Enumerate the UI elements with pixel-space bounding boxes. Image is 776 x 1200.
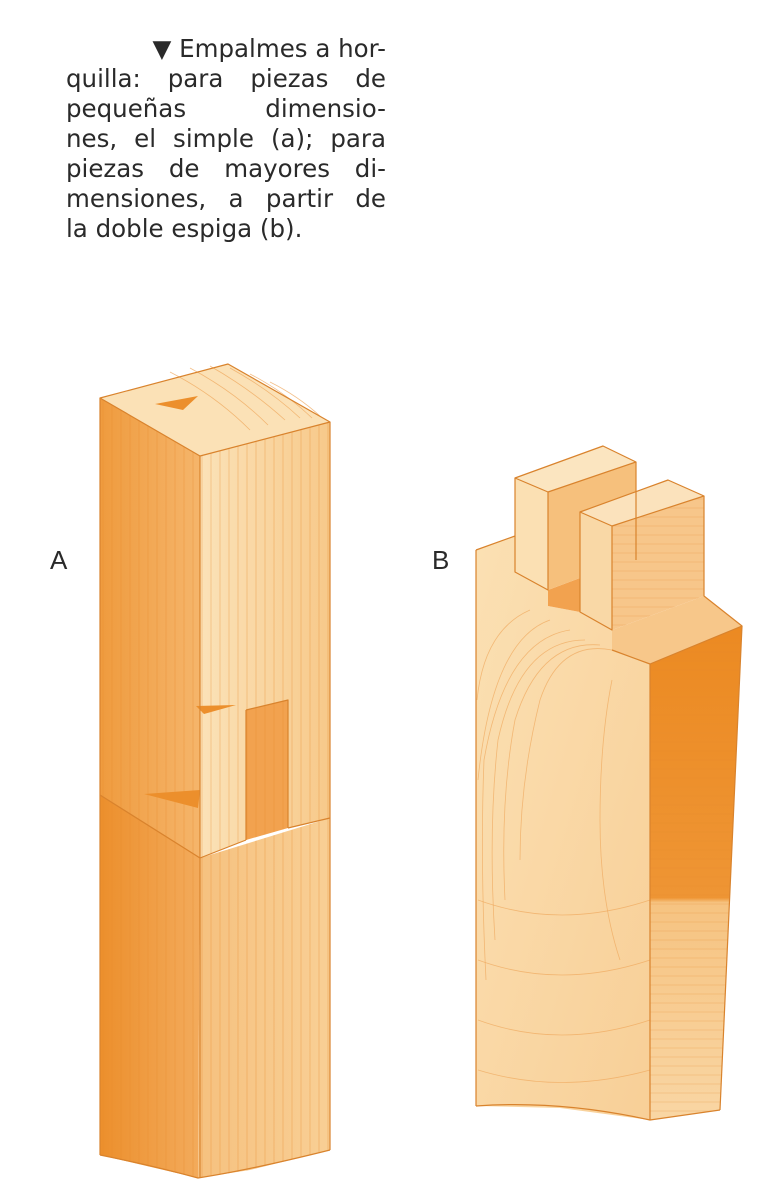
piece-b-front-face [476,536,650,1120]
piece-b-prong-2-top [580,480,704,526]
caption-line-6: mensiones, a partir de [66,184,386,213]
caption-line-1: Empalmes a hor- [179,34,386,63]
caption-line-4: nes, el simple (a); para [66,124,386,153]
piece-b-prong-1-top [515,446,636,492]
piece-b-prong-2-front [580,512,612,630]
piece-b-shoulder [612,596,742,664]
triangle-down-icon: ▼ [152,34,172,63]
caption-line-3: pequeñas dimensio- [66,94,386,123]
piece-a [99,363,331,1179]
label-b: B [432,545,450,575]
piece-a-top-face [100,364,330,456]
caption-line-5: piezas de mayores di- [66,154,386,183]
caption-line-2: quilla: para piezas de [66,64,386,93]
piece-b [475,445,743,1121]
caption: ▼ Empalmes a hor- quilla: para piezas de… [66,34,386,244]
label-a: A [50,545,68,575]
caption-line-7: la doble espiga (b). [66,214,303,243]
piece-b-prong-1-front [515,478,548,590]
